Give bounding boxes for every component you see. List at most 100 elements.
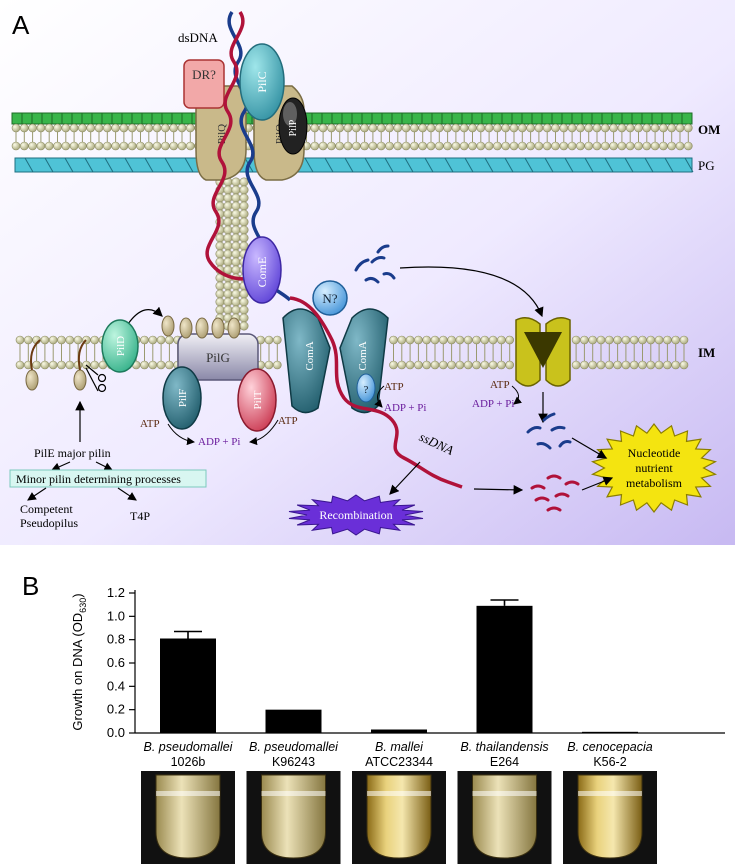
coma-atp-arrow: [374, 385, 385, 408]
culture-tube: [366, 774, 432, 859]
y-tick-label: 0.6: [107, 655, 125, 670]
adp-label-pil: ADP + Pi: [198, 436, 240, 448]
x-tick-label-species: B. pseudomallei: [144, 740, 234, 754]
culture-tube: [261, 774, 326, 859]
panel-a: A OM PG IM PilQ PilQ: [0, 0, 735, 545]
dr-label: DR?: [192, 67, 216, 82]
panel-a-label: A: [12, 10, 30, 40]
blue-to-metabolism-arrow: [571, 437, 608, 459]
x-tick-label-strain: K96243: [272, 755, 315, 769]
panel-b-label: B: [22, 571, 39, 601]
nucleotide-line2: nutrient: [635, 461, 673, 475]
pilt-label: PilT: [252, 390, 264, 409]
im-label: IM: [698, 345, 715, 360]
atp-label-coma: ATP: [384, 381, 404, 393]
tube-meniscus: [156, 791, 220, 796]
pilf-atp-arrow: [167, 423, 195, 446]
pilg-label: PilG: [206, 350, 230, 365]
dsdna-label: dsDNA: [178, 30, 218, 45]
y-tick-label: 0.8: [107, 632, 125, 647]
pilg-protein: PilG: [177, 333, 259, 381]
x-tick-label-species: B. thailandensis: [460, 740, 548, 754]
pg-label: PG: [698, 158, 715, 173]
x-tick-label-species: B. cenocepacia: [567, 740, 653, 754]
unknown-label: ?: [364, 384, 369, 396]
panel-b: B Growth on DNA (OD630) 0.00.20.40.60.81…: [22, 571, 725, 864]
bar: [160, 638, 216, 733]
nucleotide-fragments-inner: [526, 412, 572, 450]
ssdna-strand: [289, 296, 463, 489]
bar: [371, 729, 427, 733]
nucleotide-transporter: [515, 317, 571, 387]
pilf-label: PilF: [177, 389, 189, 407]
y-ticks: 0.00.20.40.60.81.01.2: [107, 585, 135, 740]
recombination-burst: Recombination: [288, 494, 424, 536]
bar: [582, 731, 638, 734]
come-label: ComE: [255, 257, 269, 288]
minor-pilin-label: Minor pilin determining processes: [16, 472, 181, 486]
fragment-arrow: [473, 485, 524, 495]
nucleotide-metabolism-burst: Nucleotide nutrient metabolism: [590, 423, 718, 513]
ssdna-fragments: [530, 474, 580, 512]
competent-arrow: [27, 487, 47, 501]
pild-protein: PilD: [101, 319, 139, 373]
tube-meniscus: [367, 791, 431, 796]
y-tick-label: 1.0: [107, 608, 125, 623]
x-tick-label-strain: 1026b: [171, 755, 206, 769]
transporter-atp-arrow: [511, 385, 522, 405]
bars: [160, 599, 638, 734]
bar: [476, 605, 533, 733]
competent-label: Competent: [20, 502, 73, 516]
pile-right-arrow: [95, 461, 113, 471]
peptidoglycan-layer: [14, 157, 694, 173]
coma-label-left: ComA: [304, 341, 316, 370]
t4p-arrow: [117, 487, 137, 501]
pilin-assembly-arrow: [127, 306, 163, 325]
x-tick-label-strain: ATCC23344: [365, 755, 433, 769]
pilc-label: PilC: [255, 71, 269, 92]
tube-meniscus: [472, 791, 537, 796]
pile-left-arrow: [50, 461, 71, 471]
adp-label-coma: ADP + Pi: [384, 402, 426, 414]
red-to-metabolism-arrow: [581, 476, 614, 491]
culture-tube: [155, 774, 221, 859]
atp-label-pilf: ATP: [140, 418, 160, 430]
recombination-arrow: [389, 461, 421, 495]
culture-tube: [472, 774, 537, 859]
y-tick-label: 0.0: [107, 725, 125, 740]
prepilin-subunits: [25, 339, 87, 391]
om-label: OM: [698, 122, 720, 137]
atp-label-pilt: ATP: [278, 415, 298, 427]
pilt-atp-arrow: [249, 419, 279, 446]
pseudopilus-label: Pseudopilus: [20, 516, 78, 530]
x-tick-label-strain: K56-2: [593, 755, 626, 769]
coma-label-right: ComA: [357, 341, 369, 370]
pilin-subunits: [161, 315, 241, 339]
nucleotide-line3: metabolism: [626, 476, 683, 490]
t4p-label: T4P: [130, 509, 150, 523]
adp-label-transporter: ADP + Pi: [472, 398, 514, 410]
nucleotide-line1: Nucleotide: [628, 446, 681, 460]
pilt-protein: PilT: [237, 368, 277, 432]
coma-channel: ComA ComA: [282, 308, 389, 414]
bar: [265, 709, 322, 733]
recombination-label: Recombination: [319, 508, 392, 522]
x-tick-label-strain: E264: [490, 755, 519, 769]
uptake-arrow: [399, 266, 544, 318]
pile-label: PilE major pilin: [34, 446, 111, 460]
tube-meniscus: [261, 791, 326, 796]
dr-receptor: DR?: [183, 59, 225, 109]
x-tick-label-species: B. mallei: [375, 740, 424, 754]
minor-pilin-box: [9, 469, 207, 488]
n-protein: N?: [312, 280, 348, 316]
pild-label: PilD: [115, 336, 127, 356]
y-tick-label: 1.2: [107, 585, 125, 600]
unknown-atpase: ?: [356, 373, 376, 403]
pilp-protein: PilP: [278, 97, 308, 155]
x-tick-label-species: B. pseudomallei: [249, 740, 339, 754]
pilc-protein: PilC: [239, 43, 285, 121]
y-tick-label: 0.2: [107, 702, 125, 717]
nucleotide-fragments-outer: [354, 244, 396, 284]
